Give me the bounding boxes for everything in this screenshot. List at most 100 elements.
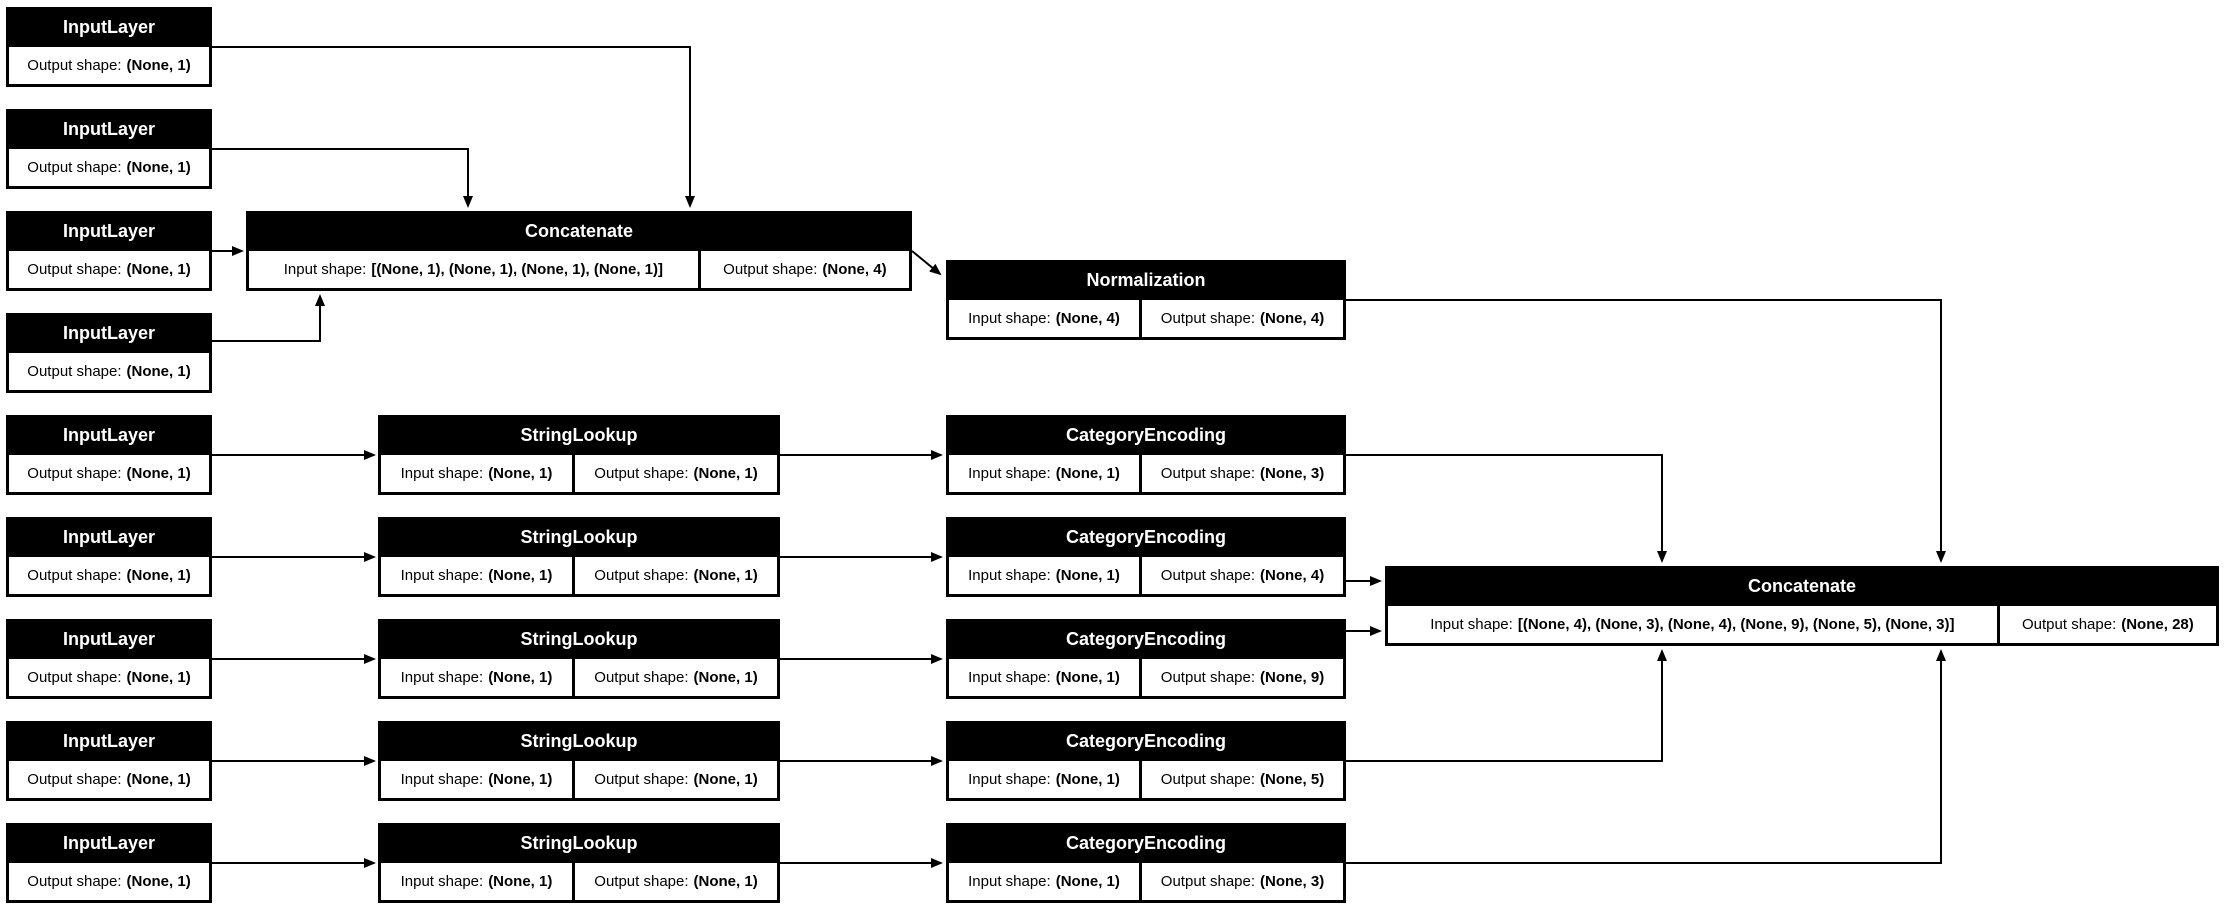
shape-row: Output shape: (None, 1) xyxy=(9,455,209,492)
edge-input2-concat1 xyxy=(212,148,473,208)
shape-label: Output shape: xyxy=(27,57,122,74)
output-shape-cell: Output shape: (None, 3) xyxy=(1142,455,1343,492)
node-stringlookup-4: StringLookup Input shape: (None, 1) Outp… xyxy=(378,721,780,801)
node-input-2: InputLayer Output shape: (None, 1) xyxy=(6,109,212,189)
edge-catenc4-concat2 xyxy=(1346,649,1667,762)
shape-value: (None, 1) xyxy=(693,771,758,788)
shape-row: Output shape: (None, 1) xyxy=(9,761,209,798)
shape-label: Output shape: xyxy=(27,465,122,482)
shape-label: Output shape: xyxy=(27,261,122,278)
shape-label: Output shape: xyxy=(27,159,122,176)
layer-title: StringLookup xyxy=(520,526,638,547)
input-shape-cell: Input shape: (None, 1) xyxy=(381,761,572,798)
shape-value: (None, 1) xyxy=(126,57,191,74)
output-shape-cell: Output shape: (None, 1) xyxy=(9,659,209,696)
output-shape-cell: Output shape: (None, 1) xyxy=(9,251,209,288)
shape-value: (None, 1) xyxy=(693,567,758,584)
shape-row: Output shape: (None, 1) xyxy=(9,353,209,390)
shape-value: (None, 28) xyxy=(2121,616,2194,633)
shape-row: Input shape: (None, 1) Output shape: (No… xyxy=(949,455,1343,492)
layer-title: InputLayer xyxy=(62,118,155,139)
layer-title: InputLayer xyxy=(62,16,155,37)
shape-value: (None, 1) xyxy=(1055,465,1120,482)
layer-title: InputLayer xyxy=(62,730,155,751)
shape-row: Input shape: (None, 1) Output shape: (No… xyxy=(949,761,1343,798)
shape-label: Output shape: xyxy=(27,363,122,380)
node-input-3: InputLayer Output shape: (None, 1) xyxy=(6,211,212,291)
node-input-1: InputLayer Output shape: (None, 1) xyxy=(6,7,212,87)
shape-row: Input shape: (None, 1) Output shape: (No… xyxy=(381,761,777,798)
shape-row: Input shape: (None, 1) Output shape: (No… xyxy=(381,557,777,594)
shape-label: Input shape: xyxy=(968,310,1051,327)
layer-title: Concatenate xyxy=(1747,575,1857,596)
shape-value: (None, 3) xyxy=(1260,465,1325,482)
node-input-5: InputLayer Output shape: (None, 1) xyxy=(6,415,212,495)
shape-label: Output shape: xyxy=(1160,669,1256,686)
shape-row: Input shape: (None, 4) Output shape: (No… xyxy=(949,300,1343,337)
output-shape-cell: Output shape: (None, 1) xyxy=(9,353,209,390)
output-shape-cell: Output shape: (None, 1) xyxy=(574,557,777,594)
shape-value: (None, 1) xyxy=(1055,669,1120,686)
shape-row: Output shape: (None, 1) xyxy=(9,557,209,594)
shape-label: Output shape: xyxy=(594,873,689,890)
edge-catenc1-concat2 xyxy=(1346,454,1667,563)
shape-label: Input shape: xyxy=(283,261,367,278)
shape-value: (None, 1) xyxy=(126,465,191,482)
output-shape-cell: Output shape: (None, 3) xyxy=(1142,863,1343,900)
shape-label: Input shape: xyxy=(968,771,1051,788)
shape-value: (None, 1) xyxy=(488,873,553,890)
shape-value: (None, 5) xyxy=(1260,771,1325,788)
layer-title: InputLayer xyxy=(62,832,155,853)
shape-label: Output shape: xyxy=(27,567,122,584)
shape-row: Output shape: (None, 1) xyxy=(9,863,209,900)
node-categoryencoding-5: CategoryEncoding Input shape: (None, 1) … xyxy=(946,823,1346,903)
shape-label: Output shape: xyxy=(594,771,689,788)
edge-input1-concat1 xyxy=(212,46,695,208)
shape-value: (None, 1) xyxy=(488,567,553,584)
shape-label: Output shape: xyxy=(27,771,122,788)
output-shape-cell: Output shape: (None, 1) xyxy=(574,863,777,900)
shape-value: (None, 1) xyxy=(126,567,191,584)
layer-title: CategoryEncoding xyxy=(1065,424,1226,445)
edge-normalization-concat2 xyxy=(1346,299,1946,563)
shape-row: Input shape: (None, 1) Output shape: (No… xyxy=(949,659,1343,696)
shape-label: Input shape: xyxy=(968,669,1051,686)
node-concatenate-2: Concatenate Input shape: [(None, 4), (No… xyxy=(1385,566,2219,646)
input-shape-cell: Input shape: (None, 1) xyxy=(381,659,572,696)
output-shape-cell: Output shape: (None, 4) xyxy=(1142,557,1343,594)
shape-value: (None, 1) xyxy=(126,873,191,890)
shape-label: Output shape: xyxy=(594,567,689,584)
node-concatenate-1: Concatenate Input shape: [(None, 1), (No… xyxy=(246,211,912,291)
output-shape-cell: Output shape: (None, 5) xyxy=(1142,761,1343,798)
shape-label: Input shape: xyxy=(968,873,1051,890)
output-shape-cell: Output shape: (None, 4) xyxy=(700,251,909,288)
output-shape-cell: Output shape: (None, 28) xyxy=(1999,606,2216,643)
shape-label: Output shape: xyxy=(723,261,818,278)
output-shape-cell: Output shape: (None, 1) xyxy=(574,455,777,492)
layer-title: CategoryEncoding xyxy=(1065,832,1226,853)
layer-title: CategoryEncoding xyxy=(1065,730,1226,751)
shape-value: (None, 4) xyxy=(1055,310,1120,327)
shape-label: Output shape: xyxy=(1160,310,1256,327)
layer-title: StringLookup xyxy=(520,424,638,445)
shape-value: (None, 3) xyxy=(1260,873,1325,890)
node-categoryencoding-4: CategoryEncoding Input shape: (None, 1) … xyxy=(946,721,1346,801)
shape-row: Input shape: (None, 1) Output shape: (No… xyxy=(949,863,1343,900)
layer-title: StringLookup xyxy=(520,832,638,853)
output-shape-cell: Output shape: (None, 1) xyxy=(9,863,209,900)
shape-label: Output shape: xyxy=(1160,567,1256,584)
shape-label: Input shape: xyxy=(400,669,484,686)
shape-label: Output shape: xyxy=(2022,616,2117,633)
shape-value: (None, 1) xyxy=(126,261,191,278)
output-shape-cell: Output shape: (None, 1) xyxy=(9,47,209,84)
shape-label: Input shape: xyxy=(400,465,484,482)
shape-row: Input shape: (None, 1) Output shape: (No… xyxy=(381,455,777,492)
input-shape-cell: Input shape: (None, 4) xyxy=(949,300,1139,337)
input-shape-cell: Input shape: (None, 1) xyxy=(381,455,572,492)
shape-value: [(None, 4), (None, 3), (None, 4), (None,… xyxy=(1517,616,1955,633)
shape-value: (None, 1) xyxy=(693,465,758,482)
shape-row: Output shape: (None, 1) xyxy=(9,659,209,696)
shape-value: (None, 1) xyxy=(1055,873,1120,890)
shape-value: [(None, 1), (None, 1), (None, 1), (None,… xyxy=(371,261,663,278)
